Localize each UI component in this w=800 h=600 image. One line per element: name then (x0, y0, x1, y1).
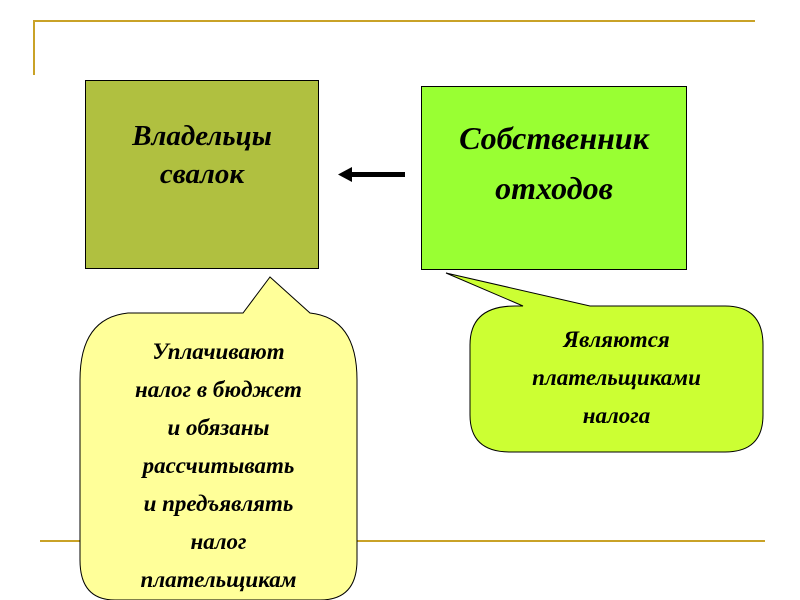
owners-of-dumps-box: Владельцы свалок (85, 80, 319, 269)
callout-line: налог (190, 529, 247, 554)
arrow-left-icon (338, 167, 405, 182)
callout-line: и предъявлять (143, 491, 294, 516)
callout-line: плательщикам (140, 567, 297, 592)
bottom-rule (40, 540, 765, 542)
box-text-line: свалок (159, 157, 245, 190)
left-callout-text: Уплачивают налог в бюджет и обязаны расс… (80, 333, 357, 599)
callout-line: Являются (563, 327, 670, 352)
left-rule (33, 20, 35, 75)
callout-line: плательщиками (532, 365, 701, 390)
callout-line: Уплачивают (152, 339, 285, 364)
box-text-line: отходов (495, 170, 613, 206)
right-callout-text: Являются плательщиками налога (470, 321, 763, 435)
callout-line: и обязаны (167, 415, 270, 440)
top-rule (33, 20, 755, 22)
box-text-line: Собственник (459, 120, 649, 156)
right-callout-shape (445, 272, 764, 453)
callout-line: налога (582, 403, 651, 428)
waste-owner-box: Собственник отходов (421, 86, 687, 270)
box-text-line: Владельцы (132, 119, 272, 152)
callout-line: рассчитывать (142, 453, 295, 478)
callout-line: налог в бюджет (135, 377, 302, 402)
